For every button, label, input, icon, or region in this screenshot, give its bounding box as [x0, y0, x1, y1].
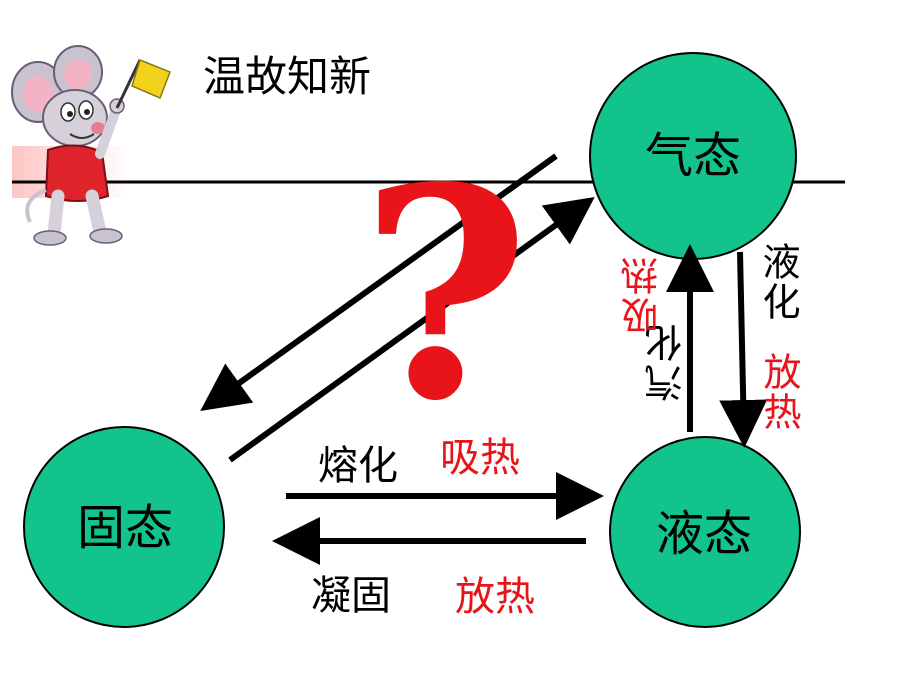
- flag-icon: [115, 59, 171, 109]
- melting-heat-label: 吸热: [440, 435, 520, 481]
- gas-to-solid-arrow: [200, 153, 558, 411]
- mouse-mascot-icon: [11, 45, 125, 246]
- liquid-state-node: [609, 436, 801, 628]
- solid-state-node: [23, 426, 225, 628]
- liquefaction-label: 液化: [756, 242, 800, 322]
- page-title: 温故知新: [203, 52, 372, 101]
- liquefaction-arrow: [719, 251, 768, 448]
- solidification-heat-label: 放热: [455, 574, 535, 620]
- question-mark: ?: [360, 125, 530, 465]
- liquefaction-heat-label: 放热: [757, 352, 801, 432]
- gas-state-label: 气态: [645, 128, 742, 184]
- liquid-state-label: 液态: [656, 506, 753, 562]
- melting-label: 熔化: [318, 443, 398, 489]
- vaporization-heat-label: 吸热: [621, 255, 665, 335]
- solid-to-gas-arrow: [228, 196, 595, 463]
- solid-state-label: 固态: [77, 500, 174, 556]
- solidification-label: 凝固: [311, 573, 391, 619]
